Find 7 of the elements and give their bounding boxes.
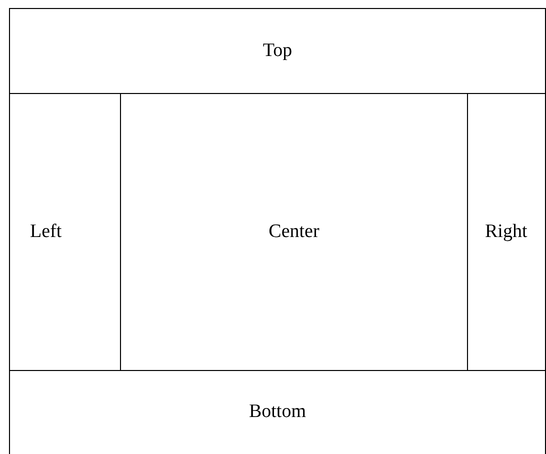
region-label: Left (30, 221, 62, 243)
region-label: Bottom (248, 401, 306, 423)
top-region-box (9, 8, 546, 94)
region-label: Center (268, 221, 320, 243)
region-label: Right (485, 221, 528, 243)
bottom-region-box (9, 370, 546, 454)
region-label: Top (262, 40, 292, 62)
